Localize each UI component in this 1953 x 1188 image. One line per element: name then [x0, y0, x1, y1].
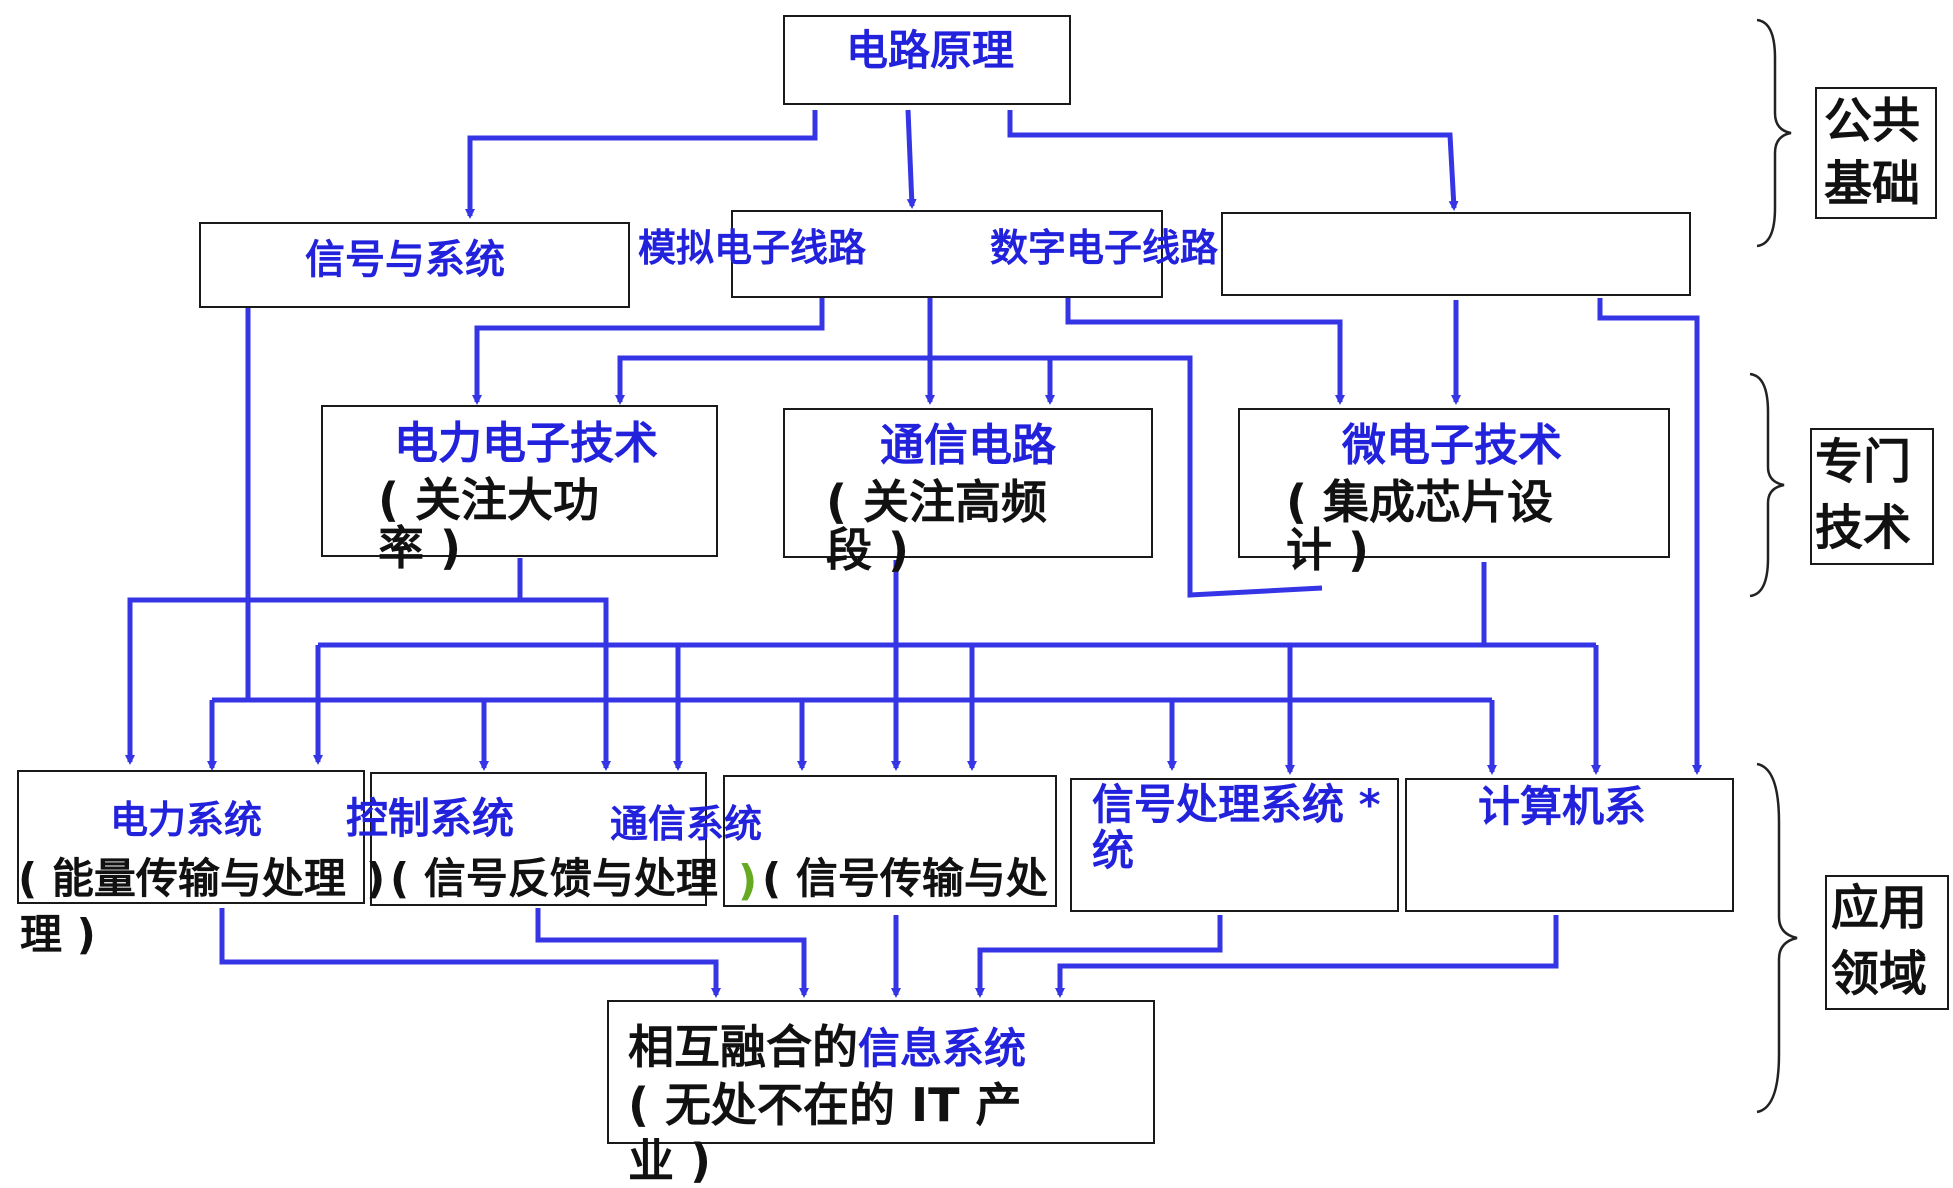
comm-system-paren: ) — [738, 856, 758, 905]
comm-system-note: ( 信号传输与处 — [762, 854, 1048, 903]
power-electronics-note: ( 关注大功率 ) — [378, 473, 600, 576]
comm-circuits-box — [783, 408, 1153, 558]
public-basis-line1: 公共 — [1824, 93, 1921, 149]
comm-circuits-note: ( 关注高频段 ) — [826, 475, 1048, 578]
info-system-title: 信息系统 — [858, 1024, 1027, 1073]
comm-system-title: 通信系统 — [610, 802, 763, 846]
arrow-digital-loop — [615, 355, 1323, 598]
power-system-title: 电力系统 — [110, 798, 263, 842]
special-tech-line2: 技术 — [1815, 500, 1912, 556]
sigproc-to-info — [975, 915, 1223, 998]
power-electronics-box — [321, 405, 718, 557]
control-system-note: ( 信号反馈与处理 — [390, 854, 718, 903]
power-sys-to-info — [219, 908, 721, 998]
app-field-line1: 应用 — [1831, 880, 1928, 936]
comm-circuits-title: 通信电路 — [880, 420, 1056, 471]
analog-box — [731, 210, 1163, 298]
control-system-title: 控制系统 — [346, 794, 515, 843]
power-electronics-title: 电力电子技术 — [394, 418, 658, 469]
microelectronics-title: 微电子技术 — [1342, 420, 1562, 471]
control-sys-to-info — [535, 908, 809, 998]
arrow-analog-power-electronics — [472, 298, 825, 405]
special-tech-box — [1810, 428, 1934, 565]
brace-public-basis — [1756, 18, 1792, 248]
control-system-paren: ) — [366, 854, 386, 903]
info-system-note-b: 业 ) — [628, 1134, 712, 1188]
signal-processing-title-a: 信号处理系统 * — [1092, 780, 1381, 829]
analog-label: 模拟电子线路 — [638, 226, 867, 270]
signals-systems-label: 信号与系统 — [305, 237, 505, 283]
arrow-to-analog — [905, 109, 917, 209]
microelectronics-box — [1238, 408, 1670, 558]
microelectronics-note: ( 集成芯片设计 ) — [1286, 475, 1554, 578]
power-system-note-a: ( 能量传输与处理 — [18, 854, 346, 903]
app-field-line2: 领域 — [1831, 946, 1928, 1002]
control-system-box — [370, 772, 707, 906]
computer-to-info — [1055, 915, 1559, 998]
power-system-note-b: 理 ) — [20, 910, 96, 959]
public-basis-line2: 基础 — [1824, 156, 1921, 212]
brace-special-tech — [1749, 372, 1785, 598]
computer-system-title: 计算机系 — [1478, 782, 1647, 831]
signal-processing-title-b: 统 — [1092, 826, 1135, 875]
special-tech-line1: 专门 — [1815, 434, 1912, 490]
public-basis-box — [1815, 87, 1937, 219]
comm-system-box — [723, 775, 1057, 907]
info-system-prefix: 相互融合的 — [628, 1020, 858, 1074]
app-field-box — [1825, 875, 1949, 1010]
digital-box — [1221, 212, 1691, 296]
digital-label: 数字电子线路 — [990, 226, 1219, 270]
arrow-digital-computer — [1597, 298, 1702, 775]
arrow-analog-microelectronics — [1065, 298, 1345, 405]
info-system-heading: 相互融合的信息系统 — [628, 1022, 1026, 1073]
brace-app-field — [1756, 762, 1798, 1114]
signal-processing-box — [1070, 778, 1399, 912]
info-system-note-a: ( 无处不在的 IT 产 — [628, 1078, 1022, 1132]
circuit-theory-label: 电路原理 — [846, 26, 1015, 75]
power-system-box — [17, 770, 365, 904]
computer-system-box — [1405, 778, 1734, 912]
info-system-box — [607, 1000, 1155, 1144]
arrow-to-digital — [1007, 110, 1459, 211]
signals-systems-box — [199, 222, 630, 308]
circuit-theory-box — [783, 15, 1071, 105]
arrow-to-signals — [465, 110, 818, 219]
power-elec-down — [125, 558, 523, 765]
